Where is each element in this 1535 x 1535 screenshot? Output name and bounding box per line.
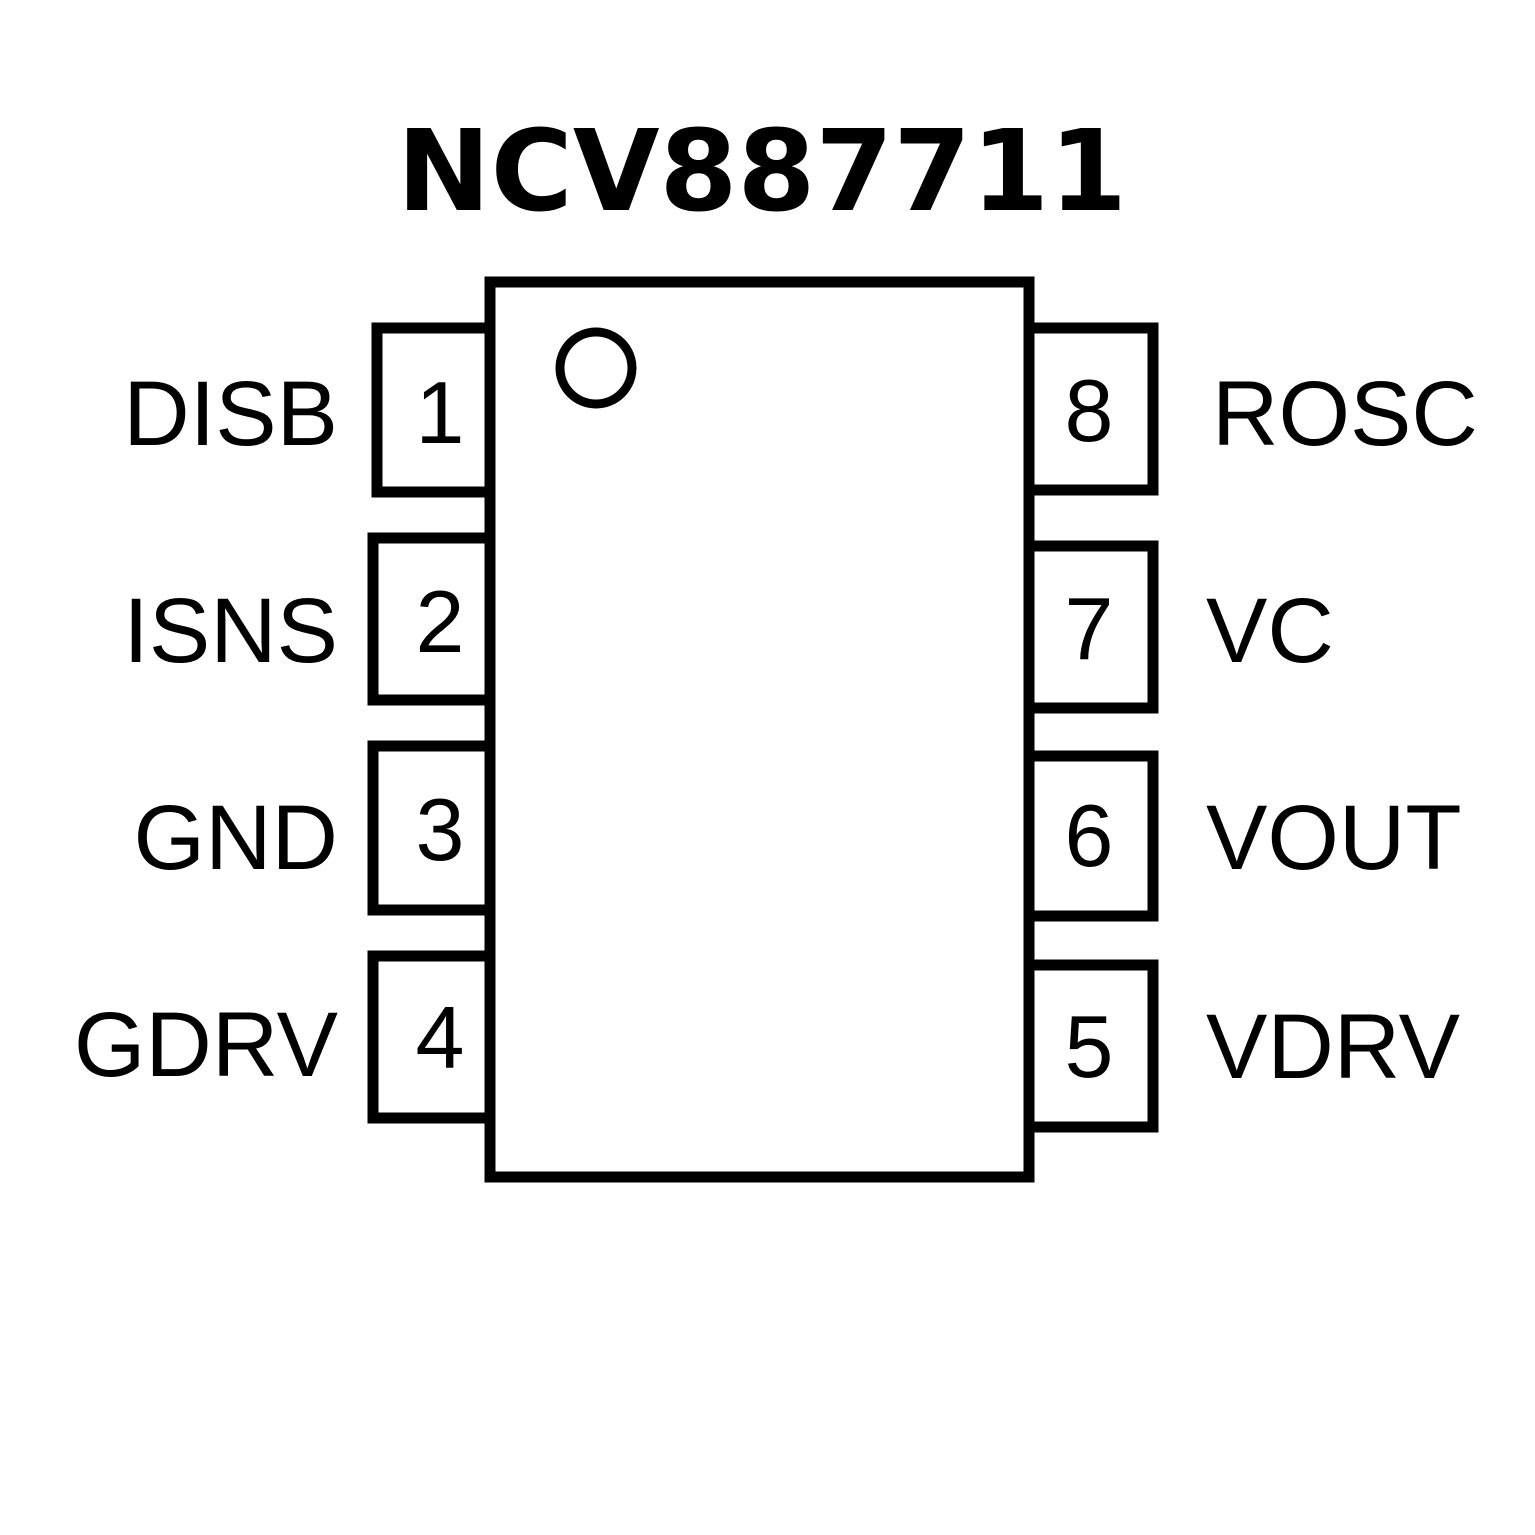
pin-number: 3 [416,780,465,879]
pin-number: 6 [1065,786,1114,885]
pin-number: 5 [1065,997,1114,1096]
chip-title: NCV887711 [397,107,1127,237]
pin-6-pad [1014,750,1159,922]
pin-number: 8 [1065,361,1114,460]
pin-number: 4 [416,988,465,1087]
pin-label: VDRV [1206,996,1460,1098]
pin-number: 1 [416,363,465,462]
pin-number: 2 [416,572,465,671]
pin-number: 7 [1065,579,1114,678]
pin-label: GND [134,787,338,889]
pin-label: ROSC [1212,363,1478,465]
pin-label: VOUT [1206,787,1462,889]
pin-label: DISB [123,363,338,465]
pin-label: ISNS [123,580,338,682]
pin-8-pad [1014,322,1159,496]
pin1-marker-icon [555,327,637,409]
pin-label: GDRV [74,994,338,1096]
pin-label: VC [1206,580,1334,682]
chip-body [484,276,1035,1183]
